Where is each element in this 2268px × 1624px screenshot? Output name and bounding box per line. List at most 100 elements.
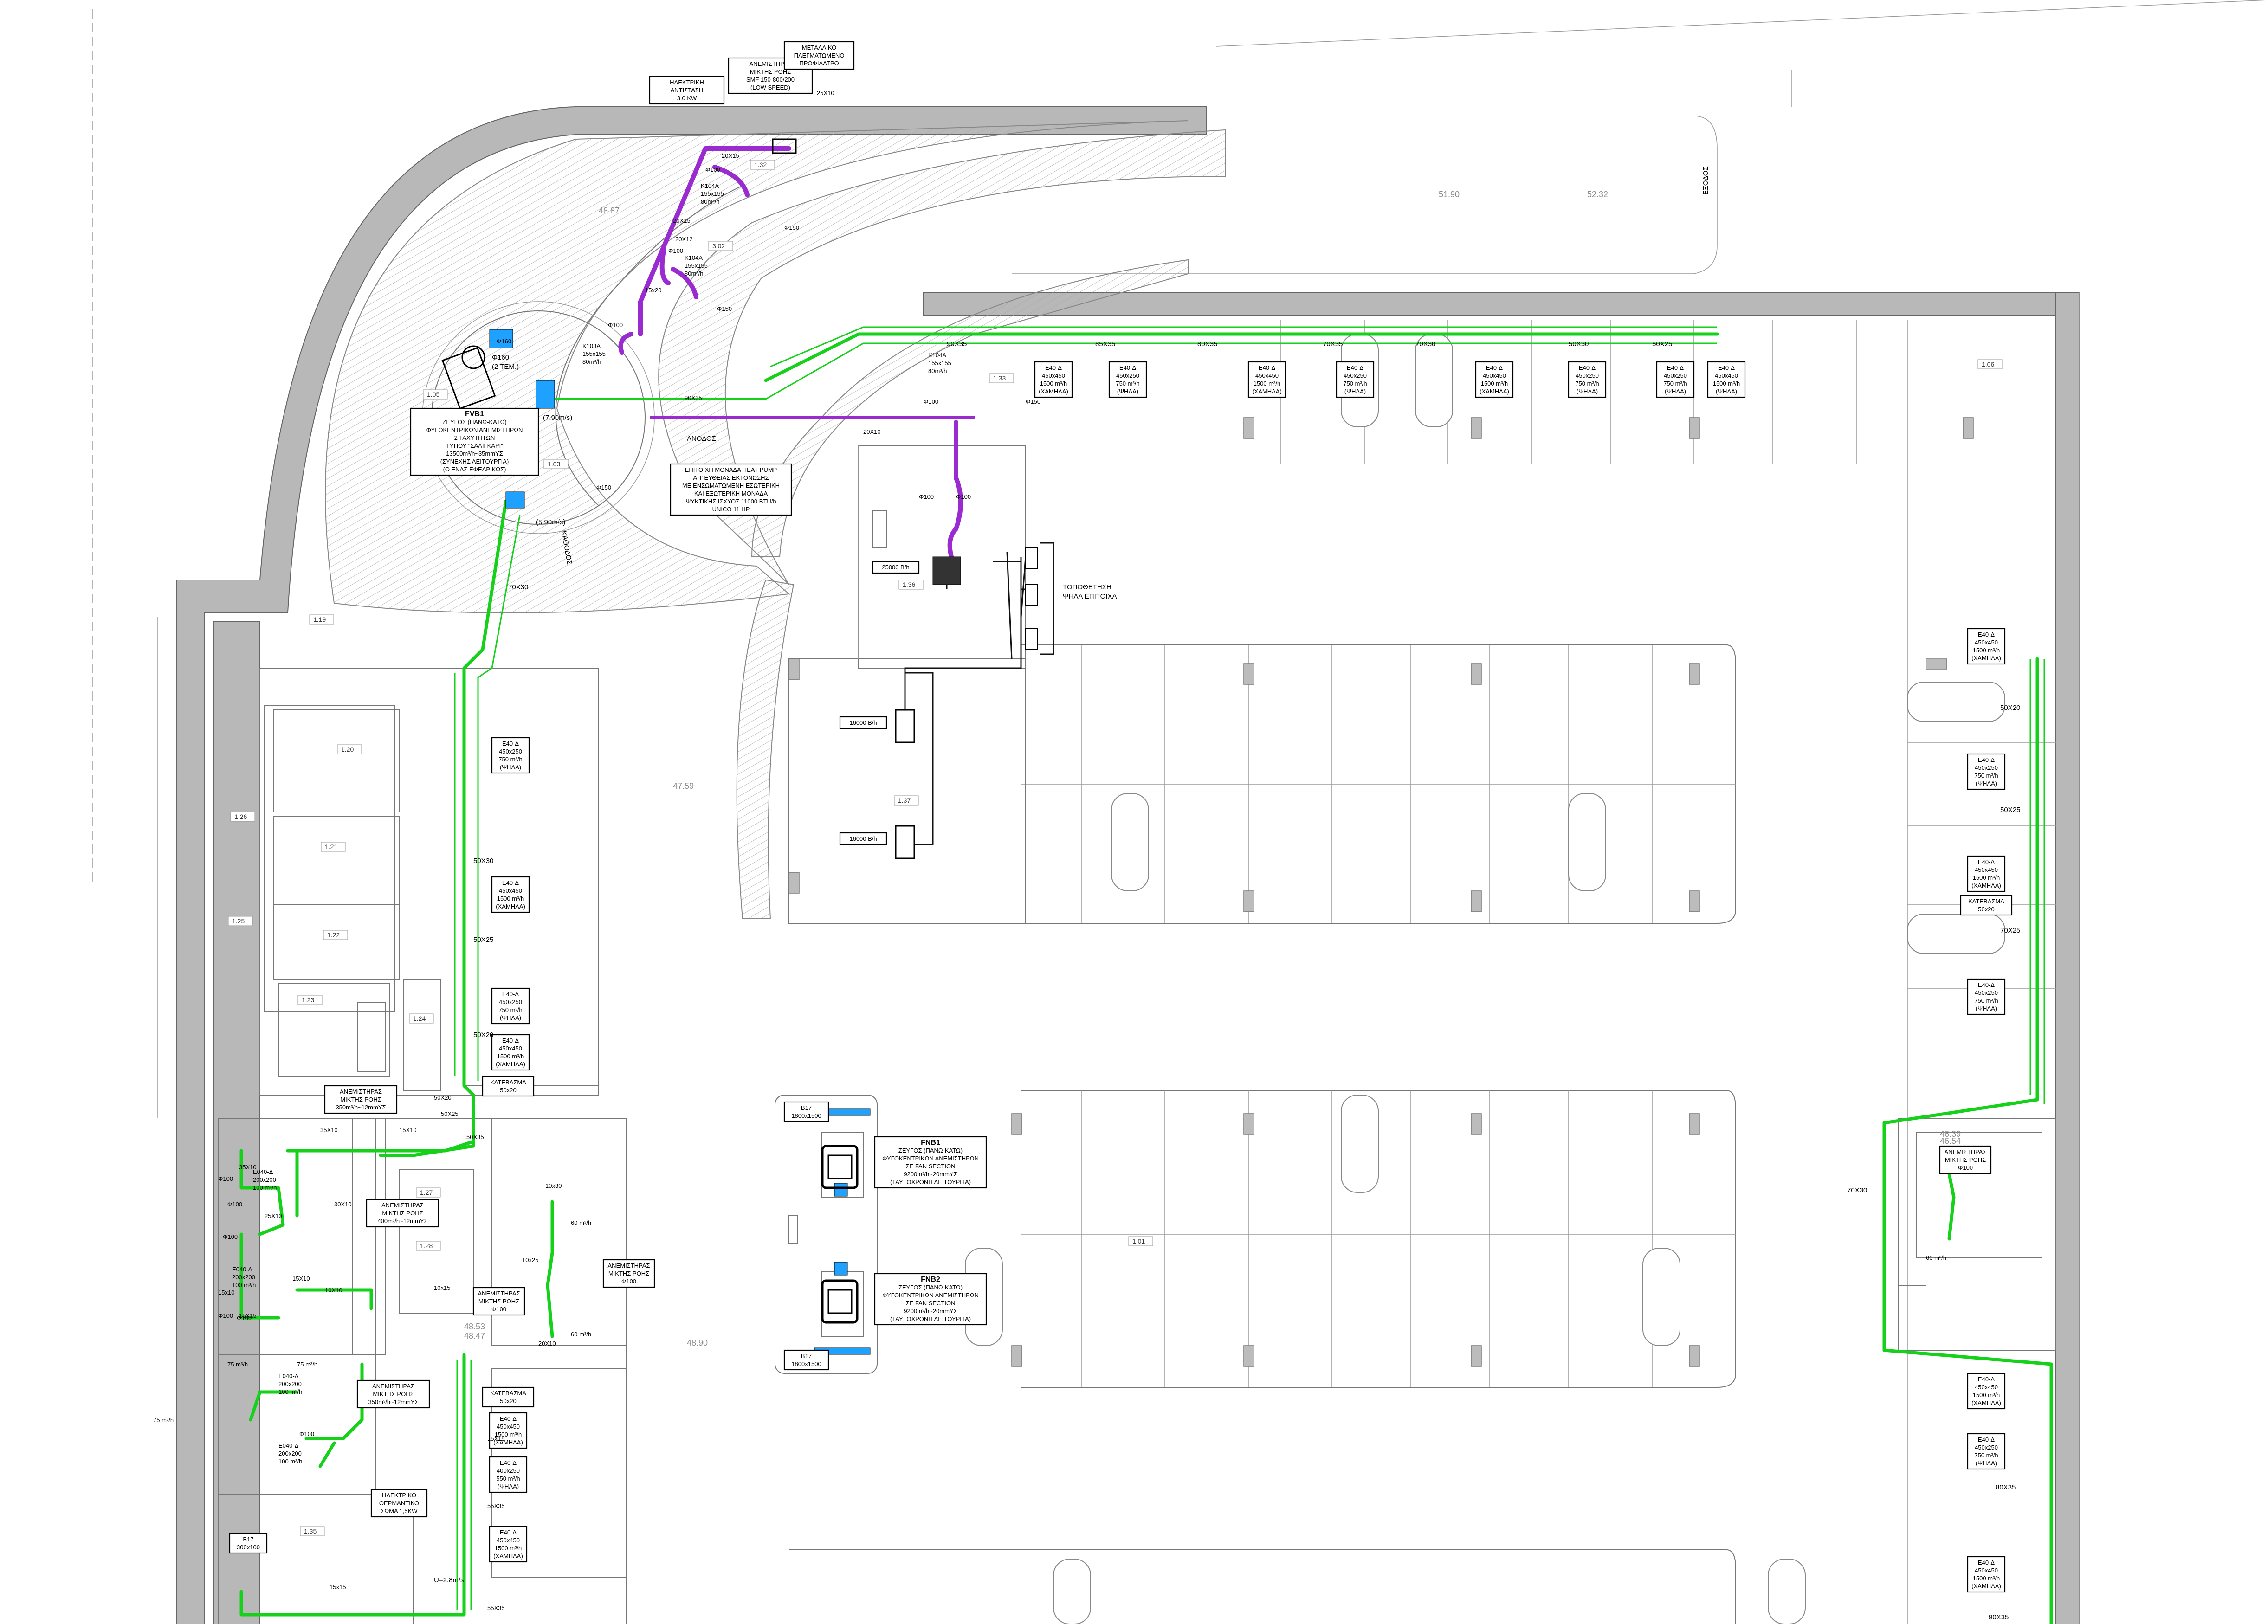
duct-size-misc: 15X10 xyxy=(399,1127,417,1134)
down-duct-1-label-frame xyxy=(482,1076,535,1097)
wc-diffuser-text: E040-Δ xyxy=(278,1373,299,1379)
room-number: 1.03 xyxy=(548,460,560,468)
duct-size-misc: 35X10 xyxy=(239,1164,257,1171)
electric-heater-label-frame xyxy=(370,1489,428,1518)
fvb1-unit-label-line: ΦΥΓΟΚΕΝΤΡΙΚΩΝ ΑΝΕΜΙΣΤΗΡΩΝ xyxy=(426,426,523,433)
diameter-label: Φ100 xyxy=(668,247,683,254)
duct-size-misc: 15X10 xyxy=(292,1275,310,1282)
flow-label: 75 m³/h xyxy=(153,1417,174,1424)
duct-size-misc: 30X10 xyxy=(334,1201,352,1208)
grille-top-7-line: 450x450 xyxy=(1715,372,1738,379)
grille-left-1-line: E40-Δ xyxy=(502,879,519,886)
grille-left-3-line: 1500 m³/h xyxy=(497,1053,524,1060)
grille-right-6-line: 450x450 xyxy=(1975,1567,1998,1574)
btu-label-line: 16000 B/h xyxy=(849,835,877,842)
grille-lower-left-0-frame xyxy=(489,1412,528,1449)
grille-right-5-line: (ΨΗΛΑ) xyxy=(1976,1460,1997,1467)
duct-size-right: 50X25 xyxy=(2000,806,2020,814)
fvb1-unit-label-line: ΖΕΥΓΟΣ (ΠΑΝΩ-ΚΑΤΩ) xyxy=(442,419,506,425)
grille-top-3-line: (ΨΗΛΑ) xyxy=(1344,388,1366,395)
heat-pump-label-frame xyxy=(670,463,792,516)
grille-top-5-line: 750 m³/h xyxy=(1575,380,1599,387)
btu-label-frame xyxy=(839,832,887,845)
duct-size-top: 50X30 xyxy=(1569,340,1589,348)
grille-right-0-line: 450x450 xyxy=(1975,639,1998,646)
grille-right-3-frame xyxy=(1967,978,2006,1015)
grille-lower-left-2-line: 1500 m³/h xyxy=(495,1545,522,1552)
mixed-fan-350a-label-line: ΜΙΚΤΗΣ ΡΟΗΣ xyxy=(340,1096,381,1103)
heater-resistance-label-line: 3.0 KW xyxy=(677,95,697,102)
room-tag-frame xyxy=(708,241,733,251)
grille-top-5-line: E40-Δ xyxy=(1579,364,1596,371)
grille-left-2-line: 750 m³/h xyxy=(498,1006,522,1013)
velocity-label: (2 ΤΕΜ.) xyxy=(492,363,519,371)
duct-size-misc: 10x30 xyxy=(545,1182,562,1189)
grille-top-7-line: (ΨΗΛΑ) xyxy=(1716,388,1737,395)
k-unit-text: 80m³/h xyxy=(928,367,947,374)
room-number: 1.19 xyxy=(313,616,326,623)
grille-top-4-line: 450x450 xyxy=(1483,372,1506,379)
duct-size-misc: 25X10 xyxy=(265,1212,282,1219)
k-unit-text: 155x155 xyxy=(928,360,951,367)
grille-top-2-line: E40-Δ xyxy=(1259,364,1275,371)
grille-top-5-line: 450x250 xyxy=(1576,372,1599,379)
diameter-label: Φ150 xyxy=(784,224,799,231)
k-unit-text: 80m³/h xyxy=(582,358,601,365)
fnb2-unit-label-line: ΦΥΓΟΚΕΝΤΡΙΚΩΝ ΑΝΕΜΙΣΤΗΡΩΝ xyxy=(882,1292,979,1299)
grille-top-6-line: (ΨΗΛΑ) xyxy=(1665,388,1686,395)
mixed-fan-phi100a-label-line: ΑΝΕΜΙΣΤΗΡΑΣ xyxy=(608,1262,650,1269)
grille-right-0-line: (ΧΑΜΗΛΑ) xyxy=(1971,655,2001,662)
btu-label: 16000 B/h xyxy=(839,832,887,845)
fnb2-unit-label-line: ΣΕ FAN SECTION xyxy=(906,1300,956,1307)
grille-right-5-line: 450x250 xyxy=(1975,1444,1998,1451)
grille-left-1-frame xyxy=(491,876,530,913)
room-tag-frame xyxy=(297,995,323,1005)
b17-bottom-label-frame xyxy=(783,1349,829,1371)
mixed-fan-phi100b-label-frame xyxy=(472,1287,525,1316)
fvb1-unit-label-line: 2 ΤΑΧΥΤΗΤΩΝ xyxy=(454,434,495,441)
room-number: 1.24 xyxy=(413,1015,426,1022)
grille-right-6-frame xyxy=(1967,1556,2006,1593)
room-number: 1.06 xyxy=(1982,361,1994,368)
heat-pump-label-line: ΕΠΙΤΟΙΧΗ ΜΟΝΑΔΑ HEAT PUMP xyxy=(685,466,777,473)
flow-label: 75 m³/h xyxy=(227,1361,248,1368)
flow-label: 75 m³/h xyxy=(297,1361,317,1368)
flow-label: 60 m³/h xyxy=(1926,1254,1946,1261)
grille-top-4-frame xyxy=(1475,361,1514,398)
mixed-fan-350b-label-frame xyxy=(356,1379,430,1409)
electric-heater-label-line: ΘΕΡΜΑΝΤΙΚΟ xyxy=(379,1500,419,1507)
grille-top-0-line: 450x450 xyxy=(1042,372,1065,379)
mixed-fan-350a-label-line: 350m³/h~12mmΥΣ xyxy=(336,1104,386,1111)
room-number: 1.35 xyxy=(304,1527,317,1535)
velocity-label: (7.90m/s) xyxy=(543,414,572,422)
exhaust-ducts xyxy=(618,138,975,559)
grille-left-3-line: (ΧΑΜΗΛΑ) xyxy=(496,1061,525,1068)
btu-label: 25000 B/h xyxy=(872,561,920,574)
wc-diffuser-text: 100 m³/h xyxy=(232,1282,256,1289)
grille-top-0-line: 1500 m³/h xyxy=(1040,380,1067,387)
room-tag-frame xyxy=(1977,359,2003,369)
duct-size-misc: 35X10 xyxy=(320,1127,338,1134)
k-unit-text: K104A xyxy=(928,352,946,359)
k-unit-text: K104A xyxy=(685,254,703,261)
grille-top-0-line: (ΧΑΜΗΛΑ) xyxy=(1039,388,1068,395)
down-duct-2-label-line: 50x20 xyxy=(500,1398,516,1405)
mixed-fan-phi100a-label-line: ΜΙΚΤΗΣ ΡΟΗΣ xyxy=(608,1270,649,1277)
mixed-fan-phi100c-label-line: ΜΙΚΤΗΣ ΡΟΗΣ xyxy=(1945,1156,1986,1163)
ramp-up-label: ΑΝΟΔΟΣ xyxy=(687,435,716,443)
duct-size-misc: 20X10 xyxy=(863,428,881,435)
b17-top-label-line: 1800x1500 xyxy=(791,1112,821,1119)
